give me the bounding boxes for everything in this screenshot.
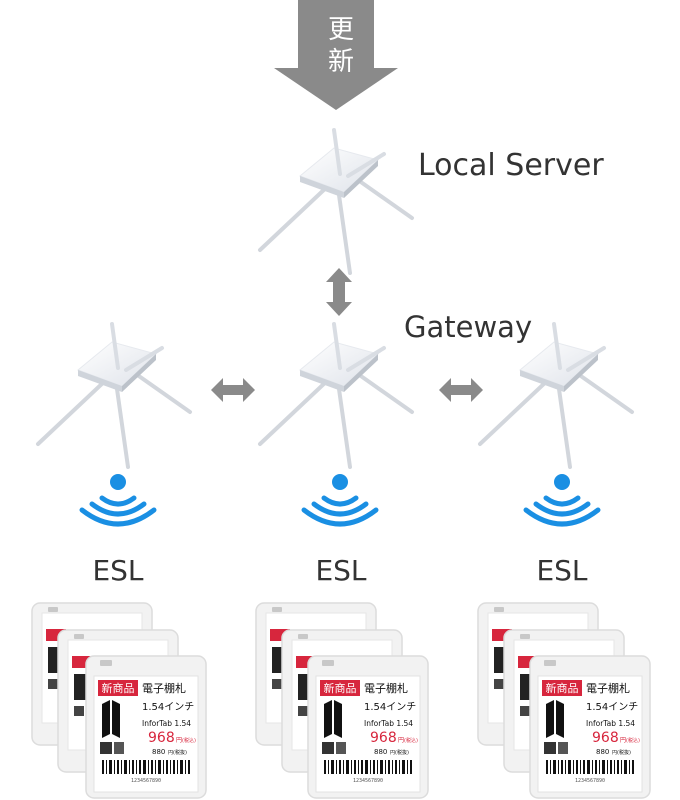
tag-sub-price: 880	[596, 748, 609, 756]
horizontal-double-arrow-left	[211, 378, 255, 402]
tag-model: InforTab 1.54	[142, 719, 191, 728]
tag-sub-price: 880	[374, 748, 387, 756]
tag-price: 968	[592, 730, 619, 746]
update-label-line2: 新	[327, 47, 354, 77]
esl-tag-front: 新商品 電子棚札 1.54インチ InforTab 1.54 968 円 (税込…	[529, 655, 651, 799]
esl-tag-front: 新商品 電子棚札 1.54インチ InforTab 1.54 968 円 (税込…	[85, 655, 207, 799]
wifi-signal-icon-center	[304, 474, 376, 524]
gateway-device-right	[478, 322, 634, 469]
tag-sub-price: 880	[152, 748, 165, 756]
tag-price-unit: 円	[398, 737, 404, 744]
tag-price: 968	[370, 730, 397, 746]
tag-barcode	[546, 760, 634, 774]
gateway-device-center	[258, 322, 414, 469]
tag-sub-unit: 円(税抜)	[390, 749, 409, 756]
local-server-label: Local Server	[418, 148, 604, 183]
tag-barcode	[324, 760, 412, 774]
esl-tag-front: 新商品 電子棚札 1.54インチ InforTab 1.54 968 円 (税込…	[307, 655, 429, 799]
update-label: 更 新	[311, 14, 371, 78]
tag-badge: 新商品	[102, 681, 135, 695]
local-server-device	[258, 128, 414, 275]
gateway-label: Gateway	[404, 310, 533, 344]
update-arrow	[274, 0, 398, 110]
tag-price: 968	[148, 730, 175, 746]
wifi-signal-icon-right	[526, 474, 598, 524]
esl-label-right: ESL	[536, 554, 588, 587]
tag-size: 1.54インチ	[364, 701, 416, 713]
tag-badge: 新商品	[324, 681, 357, 695]
tag-barcode	[102, 760, 190, 774]
esl-label-center: ESL	[315, 554, 367, 587]
tag-tax-note: (税込)	[626, 737, 640, 744]
gateway-device-left	[36, 322, 192, 469]
vertical-double-arrow	[326, 268, 352, 316]
tag-title: 電子棚札	[142, 681, 186, 695]
tag-title: 電子棚札	[364, 681, 408, 695]
tag-sub-unit: 円(税抜)	[612, 749, 631, 756]
wifi-signal-icon-left	[82, 474, 154, 524]
esl-label-left: ESL	[92, 554, 144, 587]
tag-barcode-number: 1234567890	[353, 778, 383, 784]
tag-price-unit: 円	[620, 737, 626, 744]
update-label-line1: 更	[327, 15, 354, 45]
tag-model: InforTab 1.54	[364, 719, 413, 728]
tag-size: 1.54インチ	[586, 701, 638, 713]
tag-tax-note: (税込)	[182, 737, 196, 744]
tag-barcode-number: 1234567890	[575, 778, 605, 784]
tag-price-unit: 円	[176, 737, 182, 744]
tag-sub-unit: 円(税抜)	[168, 749, 187, 756]
tag-tax-note: (税込)	[404, 737, 418, 744]
tag-size: 1.54インチ	[142, 701, 194, 713]
tag-model: InforTab 1.54	[586, 719, 635, 728]
tag-barcode-number: 1234567890	[131, 778, 161, 784]
tag-title: 電子棚札	[586, 681, 630, 695]
horizontal-double-arrow-right	[439, 378, 483, 402]
tag-badge: 新商品	[546, 681, 579, 695]
